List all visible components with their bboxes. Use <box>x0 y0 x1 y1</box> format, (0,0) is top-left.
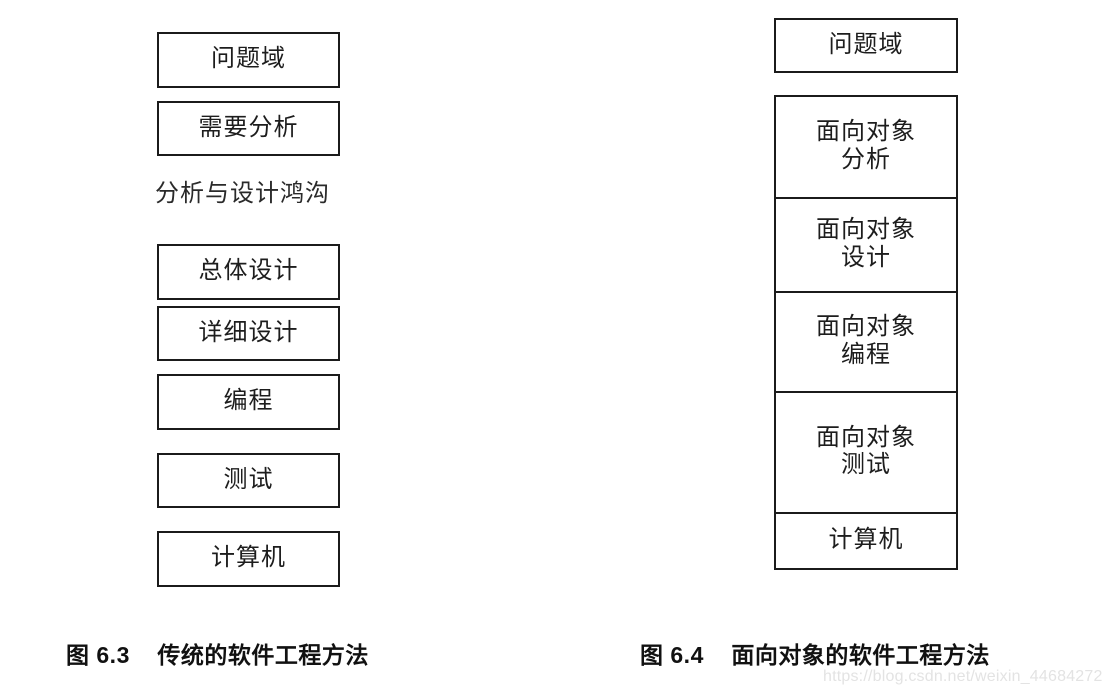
left-box-programming: 编程 <box>157 374 340 430</box>
csdn-watermark: https://blog.csdn.net/weixin_44684272 <box>823 668 1103 685</box>
oo-cell-analysis: 面向对象 分析 <box>776 97 956 200</box>
left-box-computer: 计算机 <box>157 531 340 587</box>
caption-figure-6-4: 图 6.4 面向对象的软件工程方法 <box>640 642 990 668</box>
left-box-label-problem-domain: 问题域 <box>211 46 286 73</box>
oo-cell-label-computer: 计算机 <box>828 527 904 554</box>
left-box-label-programming: 编程 <box>223 388 274 415</box>
left-box-label-computer: 计算机 <box>211 545 286 572</box>
oo-cell-programming: 面向对象 编程 <box>776 293 956 393</box>
left-box-testing: 测试 <box>157 453 340 508</box>
left-box-problem-domain: 问题域 <box>157 32 340 88</box>
left-box-requirements-analysis: 需要分析 <box>157 101 340 156</box>
oo-cell-label-analysis: 面向对象 分析 <box>816 119 916 174</box>
analysis-design-gap-note: 分析与设计鸿沟 <box>155 173 330 208</box>
left-box-overall-design: 总体设计 <box>157 244 340 300</box>
oo-merged-stack: 面向对象 分析 面向对象 设计 面向对象 编程 面向对象 测试 计算机 <box>774 95 958 570</box>
left-box-label-detailed-design: 详细设计 <box>198 319 299 346</box>
analysis-design-gap-label: 分析与设计鸿沟 <box>155 181 330 207</box>
right-box-label-problem-domain: 问题域 <box>828 31 904 58</box>
left-box-label-testing: 测试 <box>223 466 274 493</box>
oo-cell-label-programming: 面向对象 编程 <box>816 314 916 368</box>
oo-cell-design: 面向对象 设计 <box>776 199 956 294</box>
oo-cell-computer: 计算机 <box>776 514 956 568</box>
caption-figure-6-3: 图 6.3 传统的软件工程方法 <box>66 642 369 668</box>
right-box-problem-domain: 问题域 <box>774 18 958 73</box>
left-box-detailed-design: 详细设计 <box>157 306 340 361</box>
left-box-label-overall-design: 总体设计 <box>198 258 299 285</box>
oo-cell-label-design: 面向对象 设计 <box>816 217 916 272</box>
oo-cell-label-testing: 面向对象 测试 <box>816 424 916 479</box>
left-box-label-requirements-analysis: 需要分析 <box>198 114 299 141</box>
oo-cell-testing: 面向对象 测试 <box>776 392 956 515</box>
